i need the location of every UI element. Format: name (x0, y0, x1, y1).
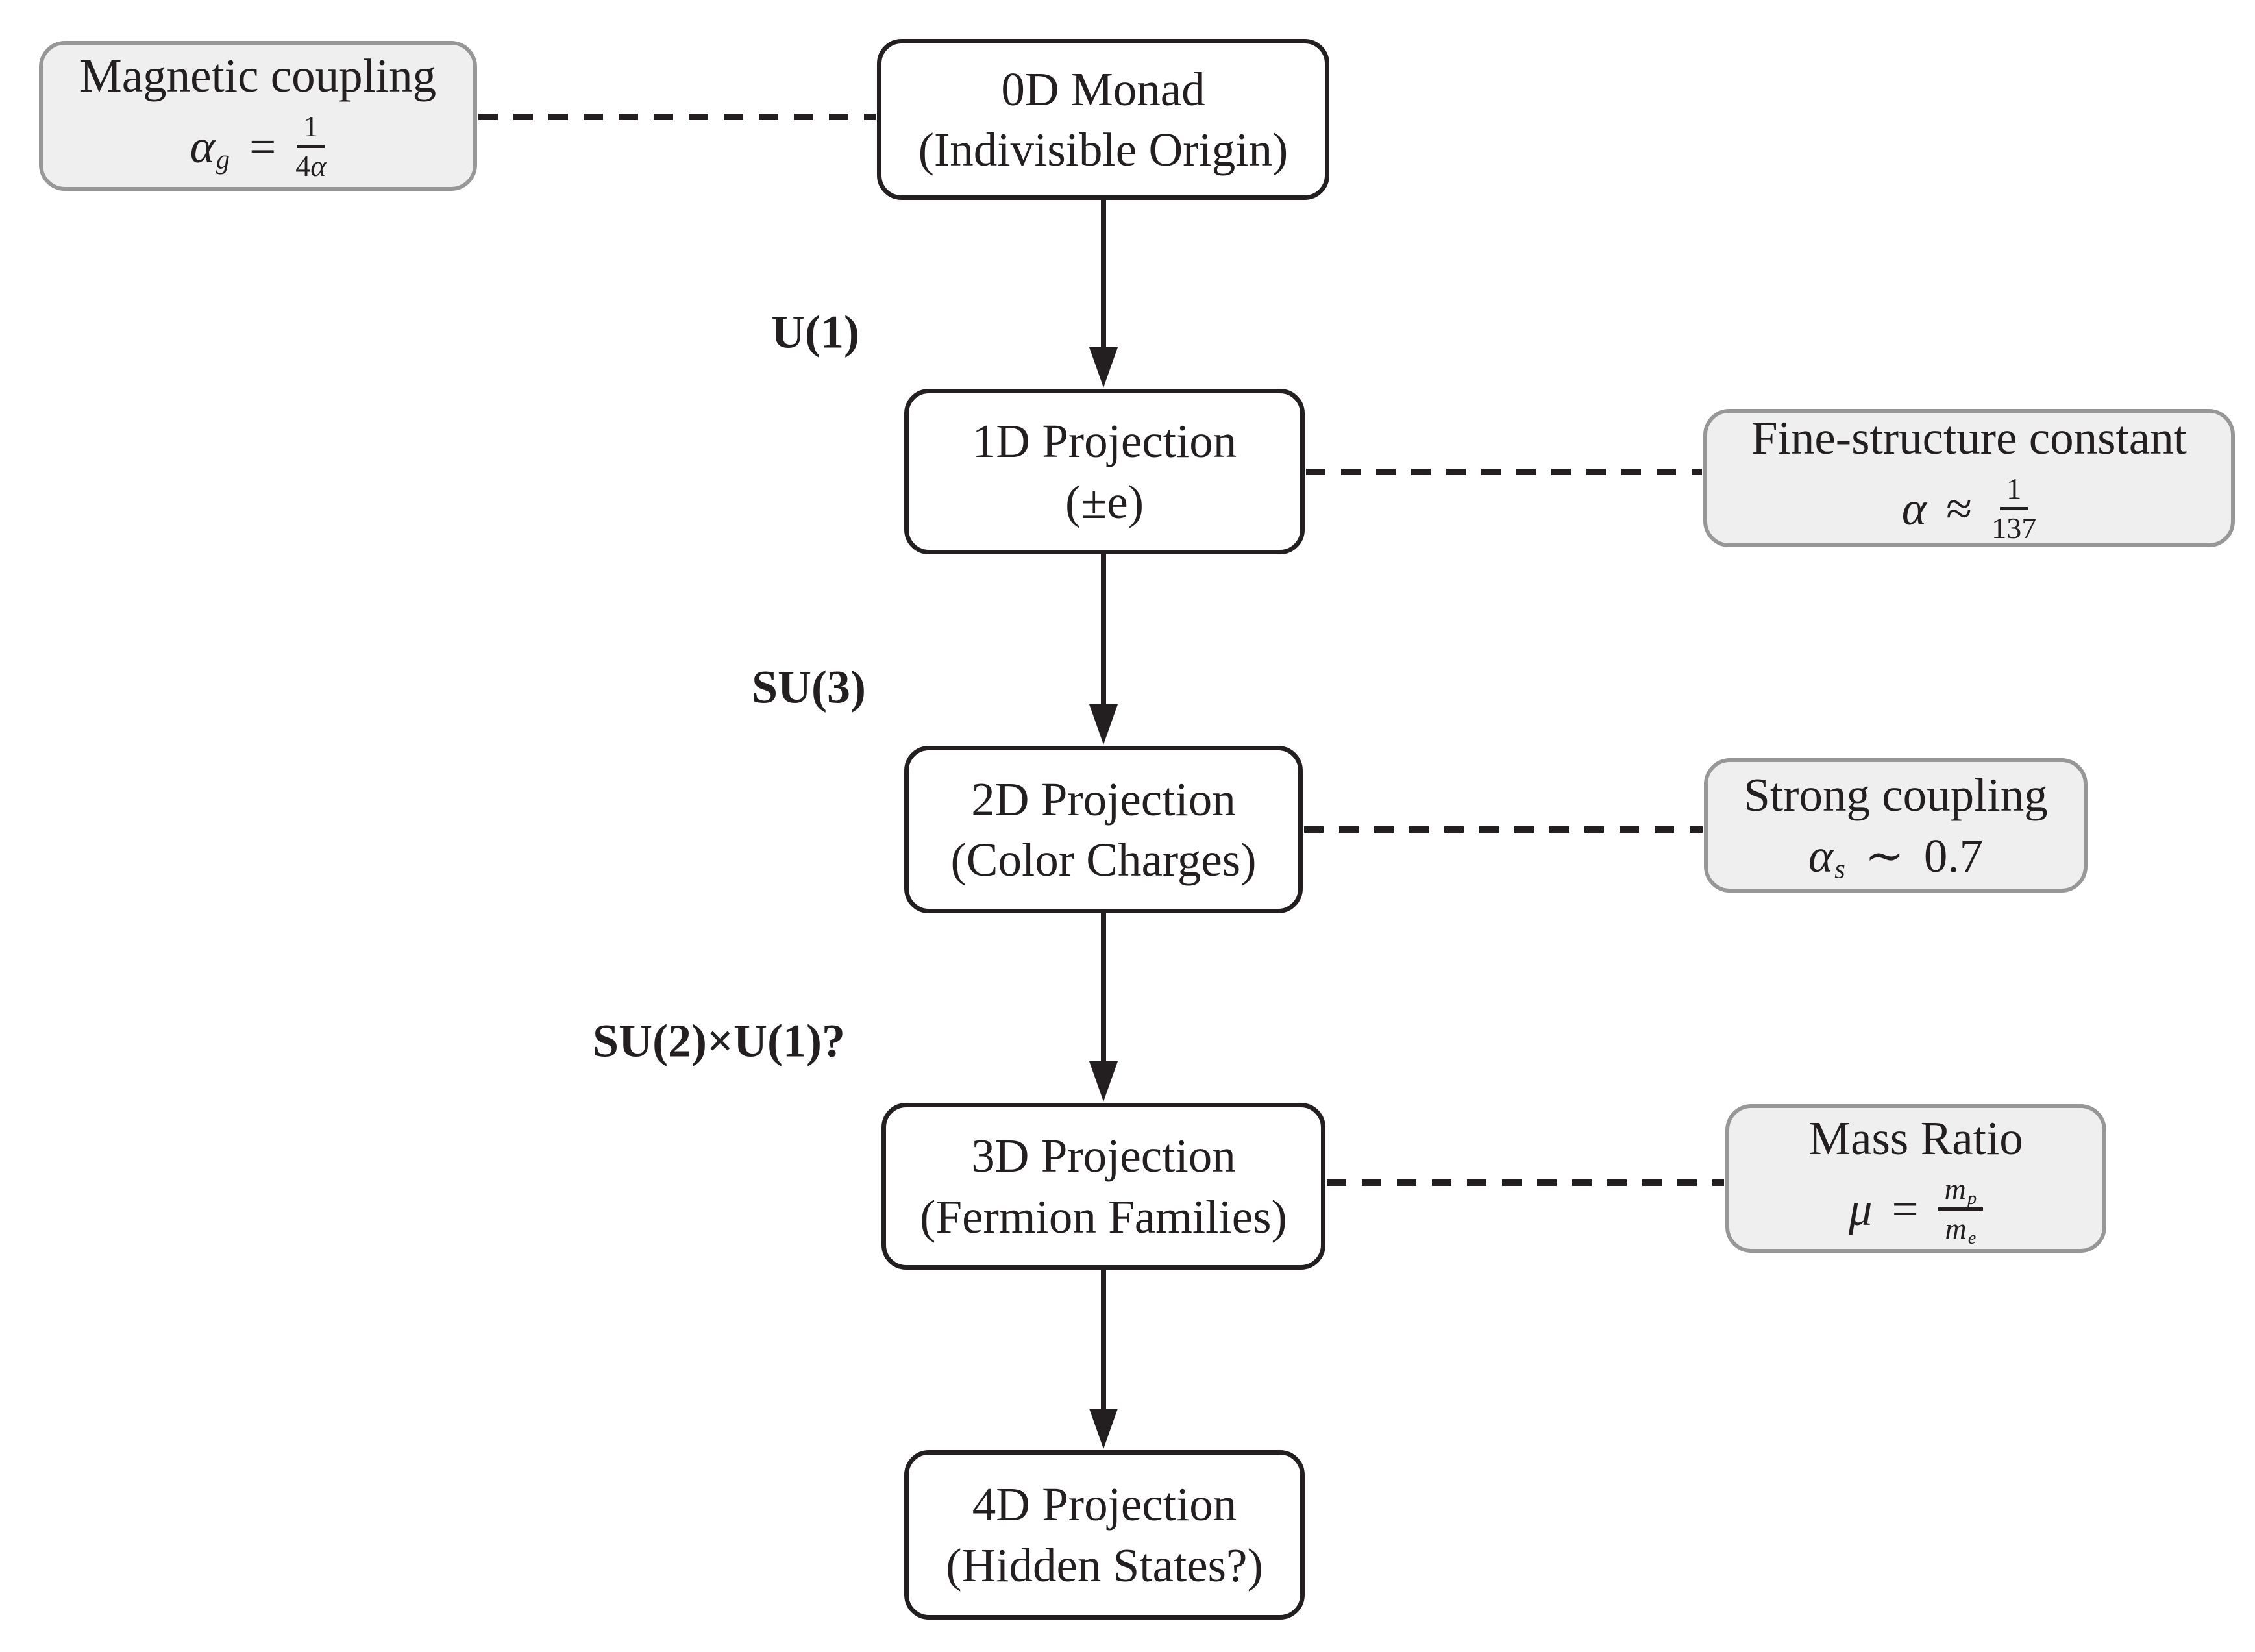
arrowhead-0d-to-1d (1089, 347, 1118, 388)
node-0d-monad: 0D Monad (Indivisible Origin) (877, 39, 1329, 200)
formula-relation: = (249, 119, 277, 173)
note-fine-structure-formula: α ≈ 1 137 (1902, 472, 2036, 545)
edge-label-su3: SU(3) (752, 661, 866, 713)
note-mass-ratio-title: Mass Ratio (1808, 1112, 2023, 1165)
node-0d-monad-subtitle: (Indivisible Origin) (918, 123, 1288, 176)
note-fine-structure-constant: Fine-structure constant α ≈ 1 137 (1703, 409, 2235, 547)
arrowhead-3d-to-4d (1089, 1409, 1118, 1449)
node-1d-projection: 1D Projection (±e) (904, 389, 1305, 554)
formula-symbol: α (1901, 482, 1927, 535)
note-strong-coupling-title: Strong coupling (1744, 768, 2048, 821)
edge-label-u1: U(1) (771, 306, 859, 358)
formula-symbol: αg (190, 119, 230, 175)
formula-fraction: 1 137 (1991, 471, 2037, 545)
node-4d-projection-title: 4D Projection (972, 1478, 1237, 1531)
formula-relation: ∼ (1864, 829, 1904, 882)
node-3d-projection: 3D Projection (Fermion Families) (881, 1103, 1325, 1270)
formula-relation: ≈ (1946, 482, 1973, 535)
node-0d-monad-title: 0D Monad (1001, 62, 1205, 116)
arrowhead-2d-to-3d (1089, 1061, 1118, 1102)
formula-symbol: αs (1808, 829, 1845, 884)
note-strong-coupling: Strong coupling αs ∼ 0.7 (1704, 758, 2088, 893)
node-1d-projection-title: 1D Projection (972, 415, 1237, 468)
node-2d-projection-subtitle: (Color Charges) (950, 833, 1257, 886)
node-3d-projection-title: 3D Projection (971, 1129, 1236, 1183)
arrowhead-1d-to-2d (1089, 704, 1118, 745)
note-fine-structure-title: Fine-structure constant (1751, 412, 2187, 465)
node-2d-projection: 2D Projection (Color Charges) (904, 746, 1303, 913)
note-magnetic-coupling-title: Magnetic coupling (79, 49, 437, 103)
node-3d-projection-subtitle: (Fermion Families) (920, 1190, 1287, 1243)
formula-symbol: μ (1848, 1182, 1873, 1235)
node-4d-projection: 4D Projection (Hidden States?) (904, 1450, 1305, 1620)
note-strong-coupling-formula: αs ∼ 0.7 (1808, 829, 1984, 884)
node-4d-projection-subtitle: (Hidden States?) (946, 1538, 1263, 1592)
node-2d-projection-title: 2D Projection (971, 772, 1236, 826)
formula-relation: = (1891, 1182, 1919, 1235)
node-1d-projection-subtitle: (±e) (1065, 475, 1144, 528)
formula-value: 0.7 (1923, 829, 1984, 882)
edge-label-su2-u1: SU(2)×U(1)? (593, 1015, 845, 1067)
